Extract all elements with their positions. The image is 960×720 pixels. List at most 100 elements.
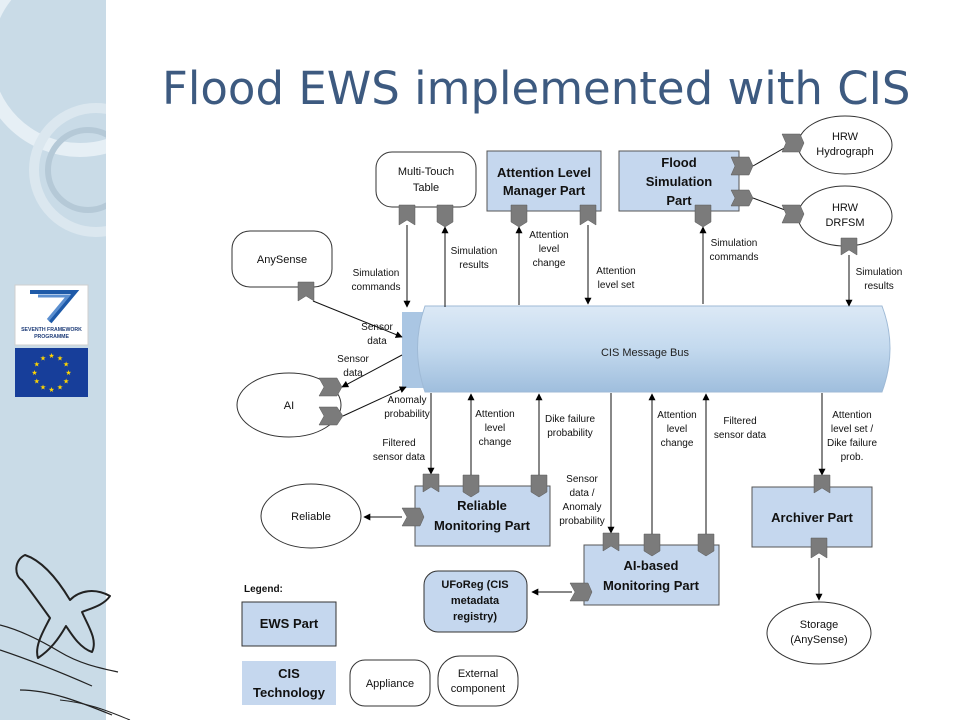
eu-flag-logo: ★★★★★★★★★★★★ xyxy=(15,348,88,397)
part-label: Flood xyxy=(661,155,696,170)
flow-label: sensor data xyxy=(373,452,426,463)
attention-level-manager-part: Attention Level Manager Part xyxy=(486,150,602,212)
fp7-logo: SEVENTH FRAMEWORK PROGRAMME xyxy=(14,284,89,346)
part-label: Manager Part xyxy=(503,183,586,198)
eu-star-icon: ★ xyxy=(48,352,54,360)
flow-label: commands xyxy=(710,252,759,263)
flow-label: Filtered xyxy=(723,416,756,427)
flow-label: data xyxy=(367,336,387,347)
flow-label: probability xyxy=(547,428,593,439)
eu-star-icon: ★ xyxy=(63,378,69,386)
bus-label: CIS Message Bus xyxy=(601,347,690,359)
appliance-label: Multi-Touch xyxy=(398,166,454,178)
flow-label: Attention xyxy=(657,410,696,421)
external-label: DRFSM xyxy=(825,217,864,229)
flow-label: level set / xyxy=(831,424,873,435)
legend: Legend: EWS Part CIS Technology Applianc… xyxy=(241,584,519,707)
flow-label: Simulation xyxy=(451,246,498,257)
external-label: (AnySense) xyxy=(790,634,847,646)
external-label: Hydrograph xyxy=(816,146,873,158)
flow-label: change xyxy=(533,258,566,269)
flow-label: Dike failure xyxy=(827,438,877,449)
part-label: Archiver Part xyxy=(771,510,853,525)
external-label: HRW xyxy=(832,131,859,143)
flow-label: Anomaly xyxy=(388,395,427,406)
legend-appliance-swatch xyxy=(349,659,431,707)
flow-label: Sensor xyxy=(337,354,369,365)
flow-label: Attention xyxy=(475,409,514,420)
legend-cis-tech-swatch xyxy=(242,661,336,705)
eu-star-icon: ★ xyxy=(31,369,37,377)
flow-label: Attention xyxy=(596,266,635,277)
appliance-label: metadata xyxy=(451,595,500,607)
flow-label: data / xyxy=(569,488,594,499)
part-label: Simulation xyxy=(646,174,713,189)
flow-label: Simulation xyxy=(353,268,400,279)
flow-label: Simulation xyxy=(856,267,903,278)
flood-hiker-drawing xyxy=(0,554,131,720)
flow-label: level set xyxy=(598,280,635,291)
flow-label: level xyxy=(667,424,688,435)
eu-star-icon: ★ xyxy=(40,384,46,392)
flow-label: Anomaly xyxy=(563,502,602,513)
part-label: Monitoring Part xyxy=(603,578,700,593)
legend-external-swatch xyxy=(437,655,519,707)
flow-label: Attention xyxy=(832,410,871,421)
legend-appliance-label: Appliance xyxy=(366,678,414,690)
anysense-appliance: AnySense xyxy=(231,230,333,288)
part-label: AI-based xyxy=(624,558,679,573)
flow-label: level xyxy=(485,423,506,434)
external-label: HRW xyxy=(832,202,859,214)
archiver-part: Archiver Part xyxy=(751,486,873,548)
hrw-drfsm-external: HRW DRFSM xyxy=(797,185,893,247)
cis-message-bus: CIS Message Bus xyxy=(402,305,891,393)
flow-labels: Simulation commands Simulation results A… xyxy=(337,230,902,527)
eu-star-icon: ★ xyxy=(34,361,40,369)
reliable-external: Reliable xyxy=(260,483,362,549)
external-label: Reliable xyxy=(291,511,331,523)
flow-label: change xyxy=(479,437,512,448)
fp7-logo-text: SEVENTH FRAMEWORK xyxy=(21,327,82,333)
appliance-label: registry) xyxy=(453,611,497,623)
part-label: Reliable xyxy=(457,498,507,513)
flow-label: prob. xyxy=(841,452,864,463)
connector-tabs xyxy=(297,133,858,602)
storage-external: Storage (AnySense) xyxy=(766,601,872,665)
legend-external-label: External xyxy=(458,668,498,680)
eu-star-icon: ★ xyxy=(40,354,46,362)
flow-label: Dike failure xyxy=(545,414,595,425)
legend-ews-part-swatch xyxy=(241,601,337,647)
appliance-label: AnySense xyxy=(257,254,307,266)
eu-star-icon: ★ xyxy=(57,354,63,362)
appliance-label: Table xyxy=(413,182,439,194)
flow-label: data xyxy=(343,368,363,379)
external-label: Storage xyxy=(800,619,839,631)
uforeg-appliance: UFoReg (CIS metadata registry) xyxy=(423,570,528,633)
slide-title: Flood EWS implemented with CIS xyxy=(162,62,911,115)
eu-star-icon: ★ xyxy=(65,369,71,377)
appliance-label: UFoReg (CIS xyxy=(441,579,508,591)
legend-external-label: component xyxy=(451,683,505,695)
flow-label: change xyxy=(661,438,694,449)
sidebar-swirl-decoration xyxy=(0,0,106,237)
eu-star-icon: ★ xyxy=(34,378,40,386)
flow-label: sensor data xyxy=(714,430,767,441)
part-label: Part xyxy=(666,193,692,208)
connection-lines xyxy=(312,142,853,601)
legend-cis-tech-label: CIS xyxy=(278,666,300,681)
flow-label: results xyxy=(864,281,893,292)
legend-cis-tech-label: Technology xyxy=(253,685,326,700)
hrw-hydrograph-external: HRW Hydrograph xyxy=(797,115,893,175)
multi-touch-table-appliance: Multi-Touch Table xyxy=(375,151,477,208)
eu-star-icon: ★ xyxy=(57,384,63,392)
external-label: AI xyxy=(284,400,294,412)
part-label: Monitoring Part xyxy=(434,518,531,533)
flow-label: results xyxy=(459,260,488,271)
eu-star-icon: ★ xyxy=(63,361,69,369)
part-label: Attention Level xyxy=(497,165,591,180)
flood-simulation-part: Flood Simulation Part xyxy=(618,150,740,212)
flow-label: Attention xyxy=(529,230,568,241)
legend-heading: Legend: xyxy=(244,584,283,595)
eu-star-icon: ★ xyxy=(48,386,54,394)
